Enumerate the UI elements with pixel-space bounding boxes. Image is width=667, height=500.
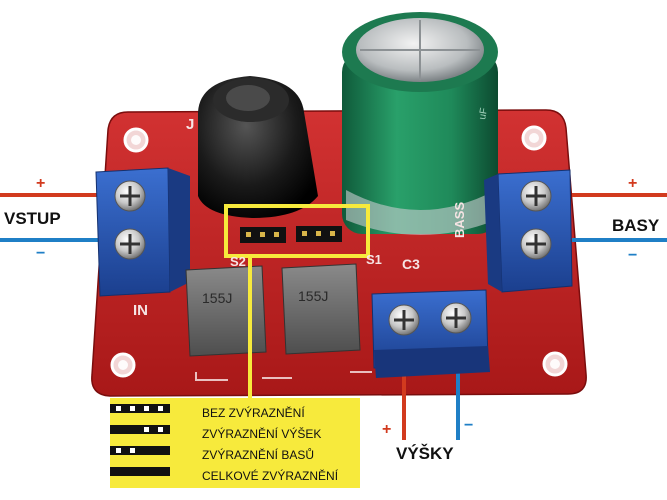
bass-output-label: BASY [612, 216, 660, 235]
silkscreen-bass: BASS [452, 201, 467, 238]
jumper-pattern-left-icon [110, 425, 170, 434]
legend-text: ZVÝRAZNĚNÍ BASŮ [202, 448, 315, 462]
treble-output-label: VÝŠKY [396, 444, 454, 463]
electrolytic-capacitor-c3: uF [342, 12, 498, 235]
silkscreen-in: IN [133, 302, 148, 319]
jumper-legend: BEZ ZVÝRAZNĚNÍ ZVÝRAZNĚNÍ VÝŠEK ZVÝRAZNĚ… [110, 398, 360, 488]
legend-text: BEZ ZVÝRAZNĚNÍ [202, 406, 305, 420]
legend-row: ZVÝRAZNĚNÍ BASŮ [110, 446, 360, 464]
silkscreen-c3: C3 [402, 256, 420, 272]
legend-row: BEZ ZVÝRAZNĚNÍ [110, 404, 360, 422]
silkscreen-s1: S1 [366, 252, 382, 267]
mounting-holes [110, 125, 568, 378]
inductor-2-marking: 155J [298, 288, 329, 304]
jumper-pattern-none-icon [110, 404, 170, 413]
jumper-pattern-both-icon [110, 467, 170, 476]
svg-text:uF: uF [477, 107, 490, 120]
silkscreen-s2: S2 [230, 254, 246, 269]
input-minus-sign: − [36, 245, 46, 262]
inductor-1-marking: 155J [202, 290, 233, 306]
input-plus-sign: + [36, 175, 46, 192]
jumper-highlight-box [224, 204, 370, 258]
treble-plus-sign: + [382, 421, 392, 438]
legend-row: ZVÝRAZNĚNÍ VÝŠEK [110, 425, 360, 443]
gray-inductor-2 [281, 263, 361, 355]
input-label: VSTUP [4, 209, 61, 228]
input-terminal-block [95, 167, 190, 297]
legend-text: CELKOVÉ ZVÝRAZNĚNÍ [202, 469, 339, 483]
legend-text: ZVÝRAZNĚNÍ VÝŠEK [202, 427, 322, 441]
bass-plus-sign: + [628, 175, 638, 192]
treble-minus-sign: − [464, 417, 474, 434]
gray-inductor-1 [185, 265, 267, 357]
black-inductor [198, 76, 318, 218]
legend-row: CELKOVÉ ZVÝRAZNĚNÍ [110, 467, 360, 485]
silkscreen-j: J [186, 116, 195, 133]
bass-terminal-block [484, 169, 573, 293]
jumper-header [240, 226, 342, 243]
jumper-pattern-right-icon [110, 446, 170, 455]
treble-terminal-block [371, 289, 490, 378]
bass-minus-sign: − [628, 247, 638, 264]
